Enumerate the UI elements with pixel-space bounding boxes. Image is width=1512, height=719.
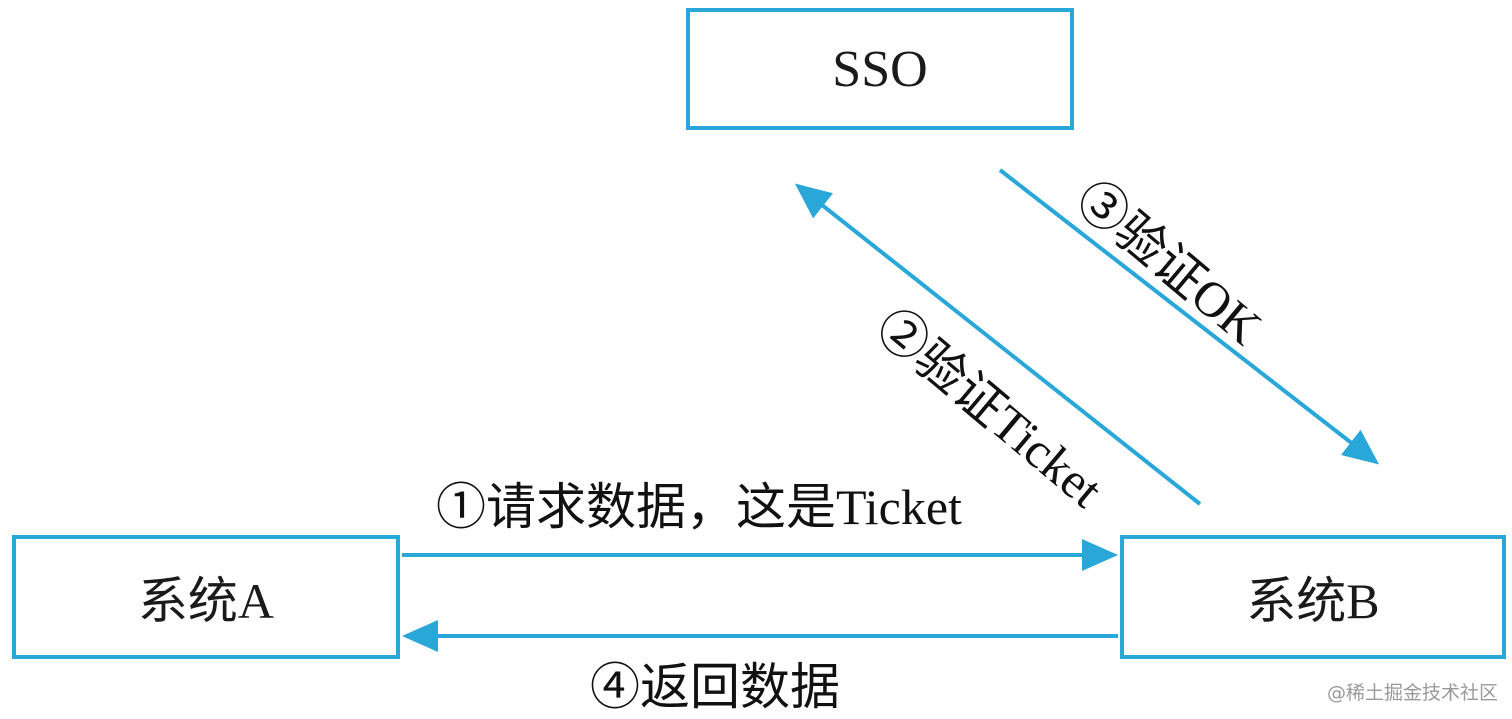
node-system-b-label: 系统B bbox=[1246, 573, 1380, 629]
label-step4: ④返回数据 bbox=[590, 659, 840, 715]
watermark: @稀土掘金技术社区 bbox=[1326, 682, 1498, 704]
node-system-a-label: 系统A bbox=[137, 573, 275, 629]
node-system-a: 系统A bbox=[12, 535, 400, 659]
node-sso: SSO bbox=[686, 8, 1074, 130]
arrow-step3 bbox=[998, 168, 1380, 465]
node-system-b: 系统B bbox=[1120, 535, 1506, 659]
node-sso-label: SSO bbox=[832, 40, 928, 98]
arrow-step2 bbox=[794, 183, 1202, 506]
label-step1: ①请求数据，这是Ticket bbox=[436, 479, 962, 535]
